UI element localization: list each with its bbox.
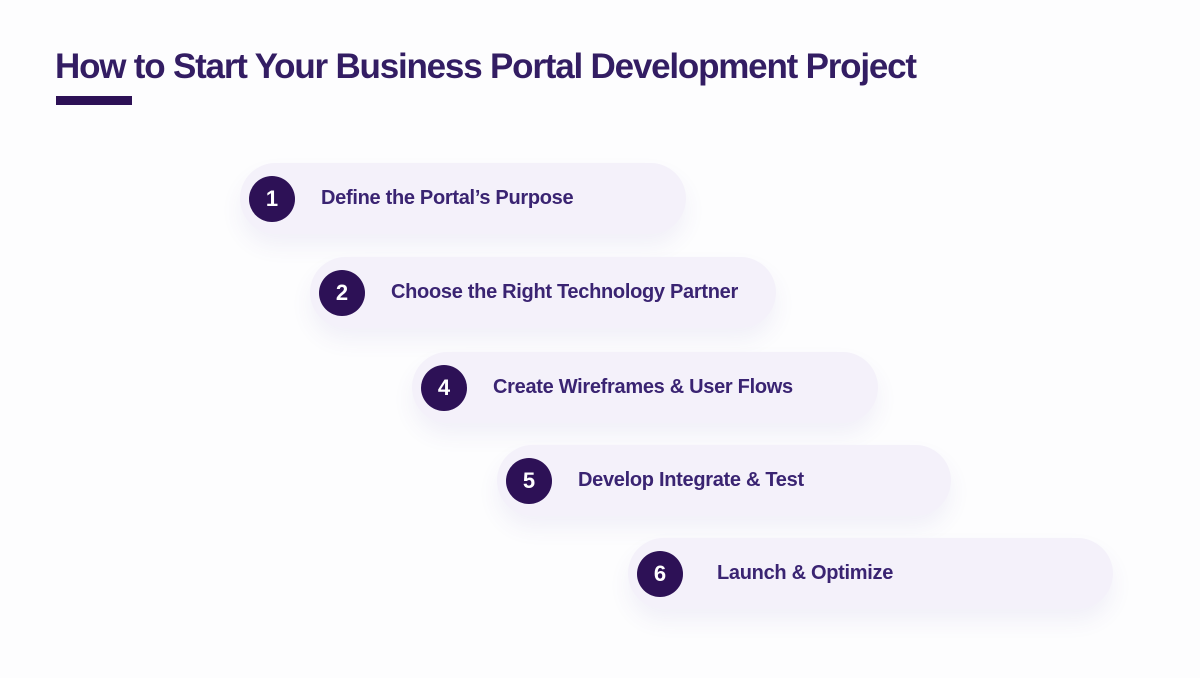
step-pill: 6 Launch & Optimize [628,538,1113,609]
step-label: Create Wireframes & User Flows [493,376,793,398]
step-number-badge: 2 [319,269,365,316]
step-pill: 4 Create Wireframes & User Flows [412,352,878,423]
step-label: Choose the Right Technology Partner [391,281,738,303]
step-pill: 5 Develop Integrate & Test [497,445,951,516]
step-label: Define the Portal’s Purpose [321,187,574,209]
step-number: 5 [522,467,536,493]
step-number: 1 [265,185,279,211]
step-label: Develop Integrate & Test [578,469,804,491]
step-number: 6 [653,560,667,586]
title-underline [56,96,132,105]
step-number: 2 [335,279,349,305]
step-number: 4 [437,374,451,400]
step-number-badge: 4 [421,364,467,411]
step-label: Launch & Optimize [717,562,894,584]
step-number-badge: 1 [249,175,295,222]
step-pill: 2 Choose the Right Technology Partner [310,257,776,328]
step-pill: 1 Define the Portal’s Purpose [240,163,686,234]
step-number-badge: 5 [506,457,552,504]
page-title: How to Start Your Business Portal Develo… [55,47,917,86]
step-number-badge: 6 [637,550,683,597]
